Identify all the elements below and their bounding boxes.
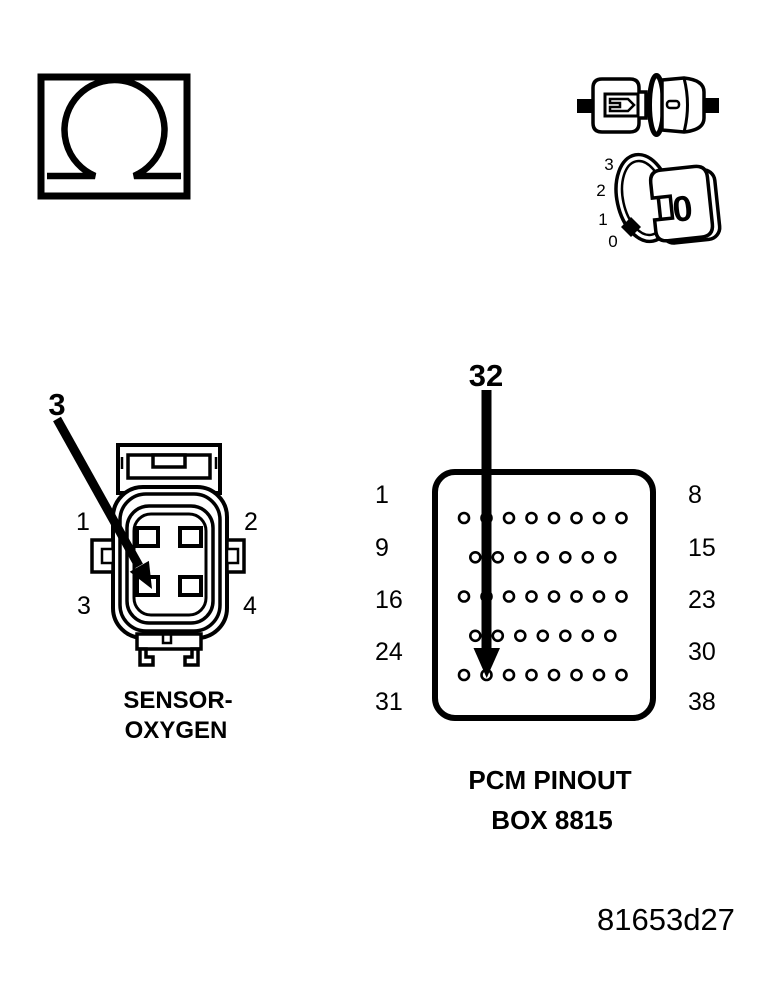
pcm-pin-circle — [457, 668, 471, 682]
pcm-pin-circle — [592, 668, 606, 682]
dial-scale-label-3: 3 — [604, 155, 613, 174]
oxygen-caption-line2: OXYGEN — [125, 717, 228, 744]
oxygen-callout-label: 3 — [48, 387, 65, 422]
pcm-pin-circle — [570, 590, 583, 603]
terminal-fork-icon — [608, 97, 636, 113]
pcm-pin-circle — [570, 668, 583, 682]
pcm-callout-arrow — [473, 390, 500, 678]
connector-top-tab-latch-lines — [120, 457, 218, 469]
pcm-pin-circle — [513, 629, 527, 643]
pcm-callout-arrow-head — [473, 648, 500, 678]
connector-right-foot — [183, 647, 200, 667]
pcm-pin-circle — [558, 550, 572, 564]
pcm-pin-circle — [468, 550, 482, 564]
pcm-row-label-right-23: 23 — [688, 586, 716, 614]
pcm-pinout: 1 9 16 24 31 8 15 23 30 38 32 PCM PINOUT… — [375, 358, 716, 835]
connector-left-foot — [138, 647, 155, 667]
oxygen-pin-4 — [178, 575, 203, 597]
pcm-pin-circle — [592, 511, 606, 525]
pcm-pin-circle — [547, 668, 561, 682]
oxygen-pin-1 — [135, 526, 160, 548]
pcm-caption-line1: PCM PINOUT — [468, 765, 631, 795]
connector-left-tab-step — [100, 547, 115, 565]
pcm-row-label-right-30: 30 — [688, 638, 716, 666]
pcm-pin-circle — [603, 550, 617, 564]
oxygen-callout-arrow-line — [53, 416, 143, 569]
pcm-pin-circle — [581, 550, 595, 564]
pcm-row-label-left-31: 31 — [375, 688, 403, 716]
pcm-pin-circle — [547, 590, 561, 603]
pcm-pin-circle — [615, 668, 628, 682]
pcm-pin-circle — [525, 668, 538, 682]
female-connector-body — [660, 76, 706, 134]
pcm-pin-circle — [468, 629, 482, 643]
pcm-row-label-left-16: 16 — [375, 586, 403, 614]
pcm-pin-circle — [592, 590, 606, 603]
pcm-pin-circle — [615, 511, 628, 525]
pcm-caption-line2: BOX 8815 — [491, 805, 612, 835]
pcm-pin-circle — [536, 550, 550, 564]
pcm-row-label-left-1: 1 — [375, 481, 389, 509]
pcm-pin-circle — [525, 590, 538, 603]
dial-knob: 0 — [648, 164, 722, 245]
connector-seam-line — [682, 77, 689, 133]
dial-scale-label-1: 1 — [598, 210, 607, 229]
oxygen-sensor-connector: 1 2 3 4 3 SENSOR- OXYGEN — [48, 387, 258, 744]
connector-right-tab-step — [225, 547, 240, 565]
pcm-callout-label: 32 — [469, 358, 503, 393]
dial-scale-label-0: 0 — [608, 232, 617, 251]
oxygen-pin-label-2: 2 — [244, 508, 258, 536]
oxygen-pin-label-1: 1 — [76, 508, 90, 536]
oxygen-callout-arrow — [53, 416, 152, 589]
pcm-pin-circle — [457, 511, 471, 525]
pcm-pin-grid — [457, 511, 628, 682]
pcm-pin-circle — [536, 629, 550, 643]
dial-knob-label: 0 — [670, 187, 694, 230]
left-wire-stub — [577, 99, 594, 113]
omega-icon — [47, 76, 181, 180]
connector-top-tab-notch — [151, 453, 187, 469]
oxygen-pin-label-3: 3 — [77, 592, 91, 620]
pcm-row-label-right-8: 8 — [688, 481, 702, 509]
pcm-pin-circle — [513, 550, 527, 564]
pcm-row-label-right-38: 38 — [688, 688, 716, 716]
connector-slot — [665, 99, 681, 110]
pcm-row-label-left-24: 24 — [375, 638, 403, 666]
oxygen-pin-2 — [178, 526, 203, 548]
pcm-pin-circle — [502, 668, 516, 682]
dial-pointer-diamond-icon — [621, 217, 641, 237]
pcm-pin-circle — [558, 629, 572, 643]
ohm-meter-icon — [37, 73, 191, 200]
oxygen-caption-line1: SENSOR- — [123, 687, 232, 714]
pcm-pin-circle — [457, 590, 471, 603]
pcm-pin-circle — [491, 629, 505, 643]
pcm-pin-circle — [615, 590, 628, 603]
pcm-pin-circle — [547, 511, 561, 525]
figure-code: 81653d27 — [597, 902, 735, 937]
right-wire-stub — [704, 98, 719, 113]
pcm-pin-circle — [491, 550, 505, 564]
connector-bottom-bar — [135, 632, 203, 651]
pcm-pin-circle — [581, 629, 595, 643]
pcm-pin-circle — [525, 511, 538, 525]
meter-dial-icon: 3 2 1 0 0 — [596, 152, 722, 251]
dial-knob-face — [648, 164, 715, 243]
pcm-pin-circle — [502, 511, 516, 525]
pcm-row-label-left-9: 9 — [375, 534, 389, 562]
oxygen-pin-label-4: 4 — [243, 592, 257, 620]
connector-bottom-notch — [161, 634, 173, 645]
pcm-pin-circle — [603, 629, 617, 643]
pcm-row-label-right-15: 15 — [688, 534, 716, 562]
pcm-pin-circle — [502, 590, 516, 603]
dial-scale-label-2: 2 — [596, 181, 605, 200]
oxygen-callout-arrow-head — [129, 560, 152, 589]
pcm-pin-circle — [570, 511, 583, 525]
connector-pair-icon — [577, 73, 719, 137]
